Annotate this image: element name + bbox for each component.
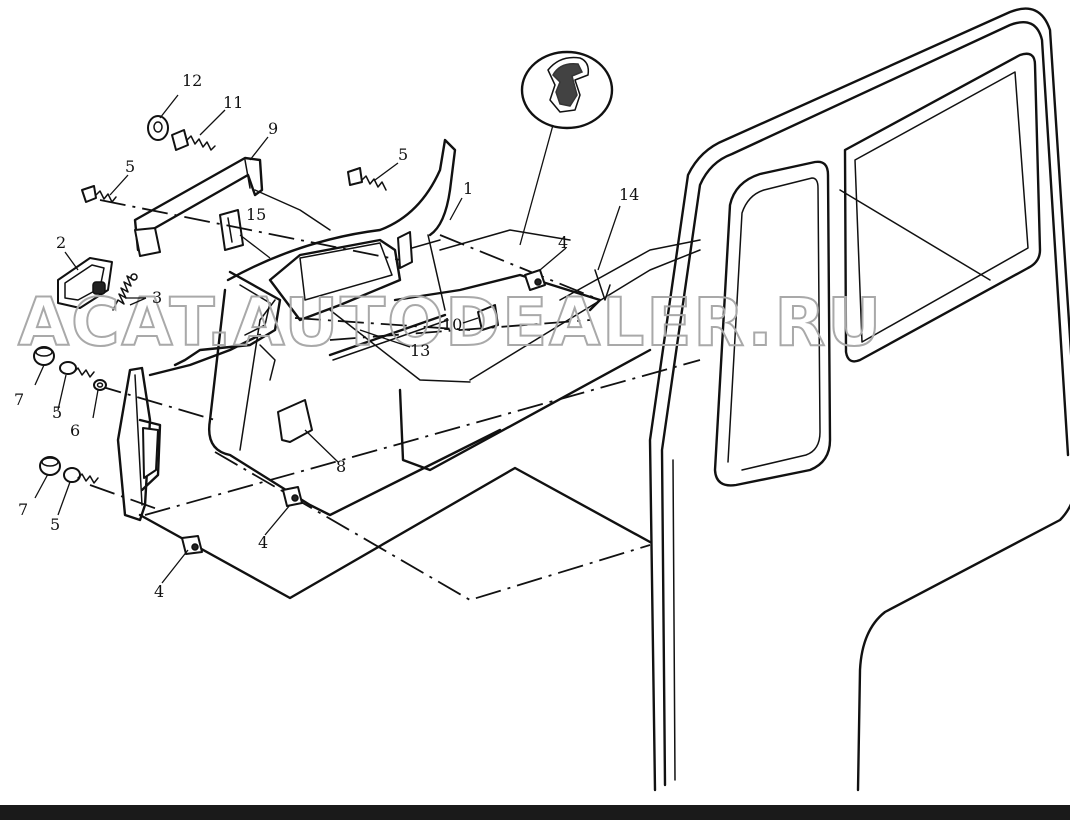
callout-6: 6 xyxy=(70,421,80,440)
bottom-bar xyxy=(0,805,1070,820)
handle-lever xyxy=(148,270,282,381)
part-15-clip xyxy=(219,209,271,259)
watermark-text: ACAT.AUTODEALER.RU xyxy=(18,284,883,361)
clip-4-b xyxy=(282,486,303,507)
callout-8: 8 xyxy=(336,457,346,476)
callout-13: 13 xyxy=(410,341,430,360)
callout-7-lower: 7 xyxy=(18,500,28,519)
callout-5-lower: 5 xyxy=(50,515,60,534)
bolt-11 xyxy=(171,129,216,151)
callout-10: 10 xyxy=(442,315,462,334)
callout-5-top: 5 xyxy=(398,145,408,164)
callout-11: 11 xyxy=(223,93,243,112)
plug-7-lower xyxy=(39,456,61,476)
pad-8 xyxy=(277,399,313,443)
clip-10 xyxy=(477,304,499,331)
screw-5-upper-left xyxy=(81,185,117,203)
callout-5-top-left: 5 xyxy=(125,157,135,176)
callout-15: 15 xyxy=(246,205,266,224)
callout-4-right: 4 xyxy=(558,233,568,252)
callout-1: 1 xyxy=(463,179,473,198)
callout-7-upper: 7 xyxy=(14,390,24,409)
clip-4-c xyxy=(181,535,203,555)
callout-4-bottom: 4 xyxy=(154,582,164,601)
callout-4-mid: 4 xyxy=(258,533,268,552)
screw-5-lower xyxy=(63,467,99,484)
seal-detail-bubble xyxy=(519,50,614,246)
leader-lines xyxy=(34,94,621,584)
latch-housing-2 xyxy=(57,257,113,309)
cab-door-frame xyxy=(648,7,1070,792)
assembly-axes xyxy=(89,199,601,511)
callout-14: 14 xyxy=(619,185,639,204)
callout-5-mid: 5 xyxy=(52,403,62,422)
spring-3 xyxy=(112,273,138,311)
screw-5-top xyxy=(347,167,387,191)
clip-4-a xyxy=(524,269,546,291)
callout-2: 2 xyxy=(56,233,66,252)
screw-5-mid xyxy=(59,361,95,378)
callout-3: 3 xyxy=(152,288,162,307)
callout-labels: 12 11 9 5 5 1 14 15 4 2 3 10 13 7 5 6 8 … xyxy=(14,71,639,601)
nut-12 xyxy=(147,115,169,141)
callout-9: 9 xyxy=(268,119,278,138)
washer-6 xyxy=(93,379,107,391)
bracket-9 xyxy=(133,156,331,257)
front-pillar-panel xyxy=(116,366,162,522)
side-panel-1 xyxy=(208,138,611,517)
callout-12: 12 xyxy=(182,71,202,90)
